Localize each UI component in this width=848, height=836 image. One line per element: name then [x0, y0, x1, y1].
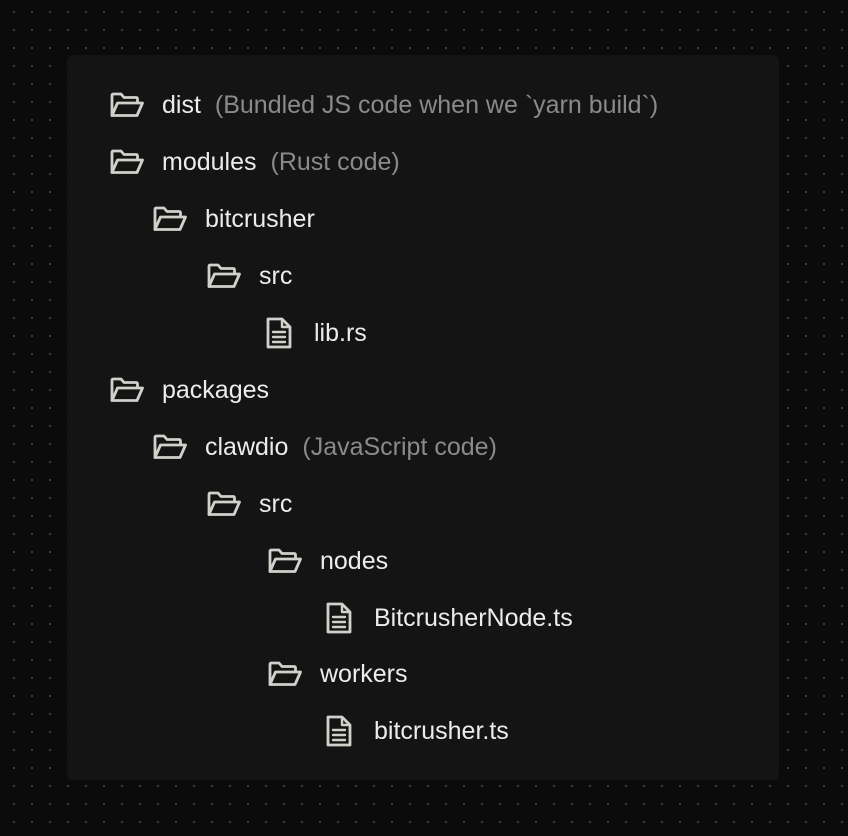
folder-open-icon	[109, 373, 145, 407]
tree-item-name: workers	[320, 659, 408, 688]
tree-item-name: modules	[162, 147, 257, 176]
tree-item-name: bitcrusher.ts	[374, 716, 509, 745]
file-tree-panel: dist (Bundled JS code when we `yarn buil…	[67, 55, 779, 780]
folder-open-icon	[109, 88, 145, 122]
tree-item-note: (JavaScript code)	[302, 432, 497, 461]
folder-open-icon	[267, 657, 303, 691]
tree-item-name: dist	[162, 90, 201, 119]
folder-open-icon	[152, 430, 188, 464]
folder-open-icon	[152, 202, 188, 236]
tree-item-dist[interactable]: dist (Bundled JS code when we `yarn buil…	[109, 85, 658, 125]
tree-item-modules[interactable]: modules (Rust code)	[109, 142, 400, 182]
tree-item-bitcrusher[interactable]: bitcrusher	[152, 199, 315, 239]
tree-item-name: BitcrusherNode.ts	[374, 603, 573, 632]
tree-item-bitcrushernode-ts[interactable]: BitcrusherNode.ts	[321, 598, 573, 638]
file-icon	[321, 714, 357, 748]
tree-item-name: clawdio	[205, 432, 289, 461]
tree-item-clawdio[interactable]: clawdio (JavaScript code)	[152, 427, 497, 467]
file-icon	[261, 316, 297, 350]
tree-item-src[interactable]: src	[206, 484, 292, 524]
tree-item-src[interactable]: src	[206, 256, 292, 296]
tree-item-name: src	[259, 489, 293, 518]
tree-item-workers[interactable]: workers	[267, 654, 408, 694]
folder-open-icon	[267, 544, 303, 578]
tree-item-name: bitcrusher	[205, 204, 315, 233]
tree-item-bitcrusher-ts[interactable]: bitcrusher.ts	[321, 711, 509, 751]
folder-open-icon	[206, 259, 242, 293]
file-icon	[321, 601, 357, 635]
tree-item-nodes[interactable]: nodes	[267, 541, 388, 581]
folder-open-icon	[206, 487, 242, 521]
folder-open-icon	[109, 145, 145, 179]
tree-item-name: nodes	[320, 546, 389, 575]
tree-item-name: src	[259, 261, 293, 290]
tree-item-packages[interactable]: packages	[109, 370, 269, 410]
tree-item-name: lib.rs	[314, 318, 367, 347]
tree-item-note: (Rust code)	[270, 147, 400, 176]
tree-item-name: packages	[162, 375, 270, 404]
tree-item-lib-rs[interactable]: lib.rs	[261, 313, 367, 353]
tree-item-note: (Bundled JS code when we `yarn build`)	[214, 90, 659, 119]
